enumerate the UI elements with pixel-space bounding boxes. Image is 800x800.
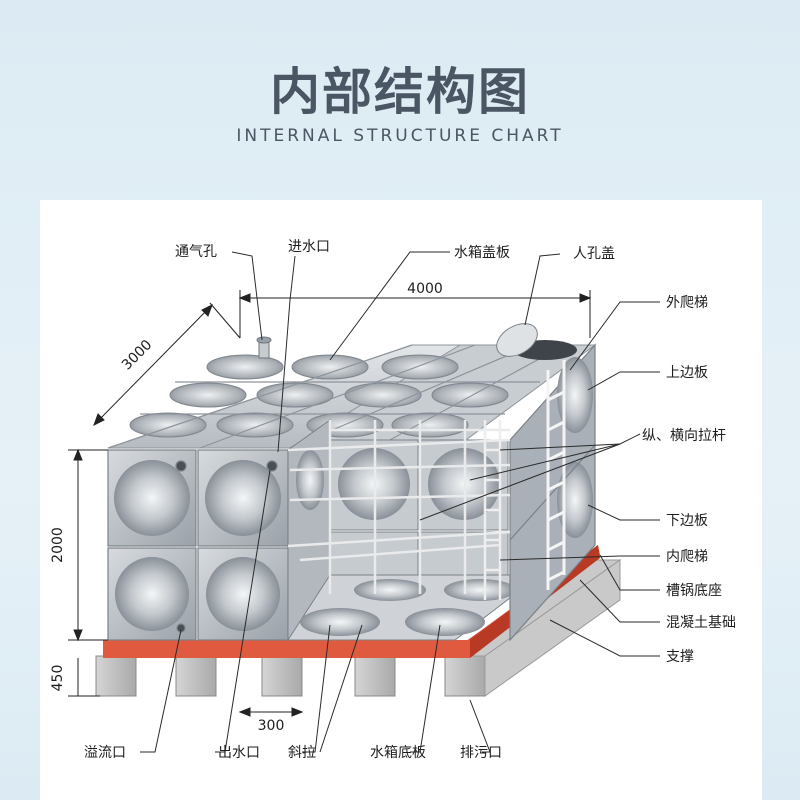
interior-side-panel [287, 419, 331, 642]
label-concrete: 混凝土基础 [666, 614, 736, 631]
dim-base-height: 450 [50, 665, 66, 692]
vent-pipe [256, 336, 272, 359]
bottom-plates [287, 574, 542, 641]
label-inlet: 进水口 [288, 239, 330, 255]
label-lower-edge: 下边板 [666, 513, 708, 529]
label-manhole: 人孔盖 [573, 246, 615, 262]
label-support: 支撑 [666, 649, 694, 665]
label-drain: 排污口 [460, 745, 502, 761]
dimension-lines [68, 290, 592, 717]
manhole-cover [496, 323, 577, 360]
right-side-wall [509, 343, 596, 642]
dim-height: 2000 [50, 527, 66, 563]
label-channel-base: 槽锅底座 [666, 583, 722, 599]
label-bottom-plate: 水箱底板 [370, 745, 426, 761]
leader-lines [140, 251, 660, 753]
label-upper-edge: 上边板 [666, 365, 708, 381]
label-vent: 通气孔 [175, 244, 217, 260]
outer-ladder [546, 360, 566, 590]
concrete-supports [95, 655, 486, 697]
inner-ladder [483, 420, 502, 600]
page-subtitle: INTERNAL STRUCTURE CHART [236, 126, 564, 146]
label-cover-plate: 水箱盖板 [454, 245, 510, 261]
dim-length: 4000 [407, 281, 443, 297]
label-tie-rods: 纵、横向拉杆 [642, 428, 726, 444]
label-outer-ladder: 外爬梯 [666, 295, 708, 311]
dim-support-spacing: 300 [258, 718, 285, 734]
label-outlet: 出水口 [218, 745, 260, 761]
front-panels [107, 449, 289, 641]
tie-rods [287, 420, 511, 594]
page-title: 内部结构图 [270, 63, 530, 121]
label-overflow: 溢流口 [84, 745, 126, 761]
label-brace: 斜拉 [288, 745, 316, 761]
label-inner-ladder: 内爬梯 [666, 549, 708, 565]
top-dishes [129, 354, 509, 438]
